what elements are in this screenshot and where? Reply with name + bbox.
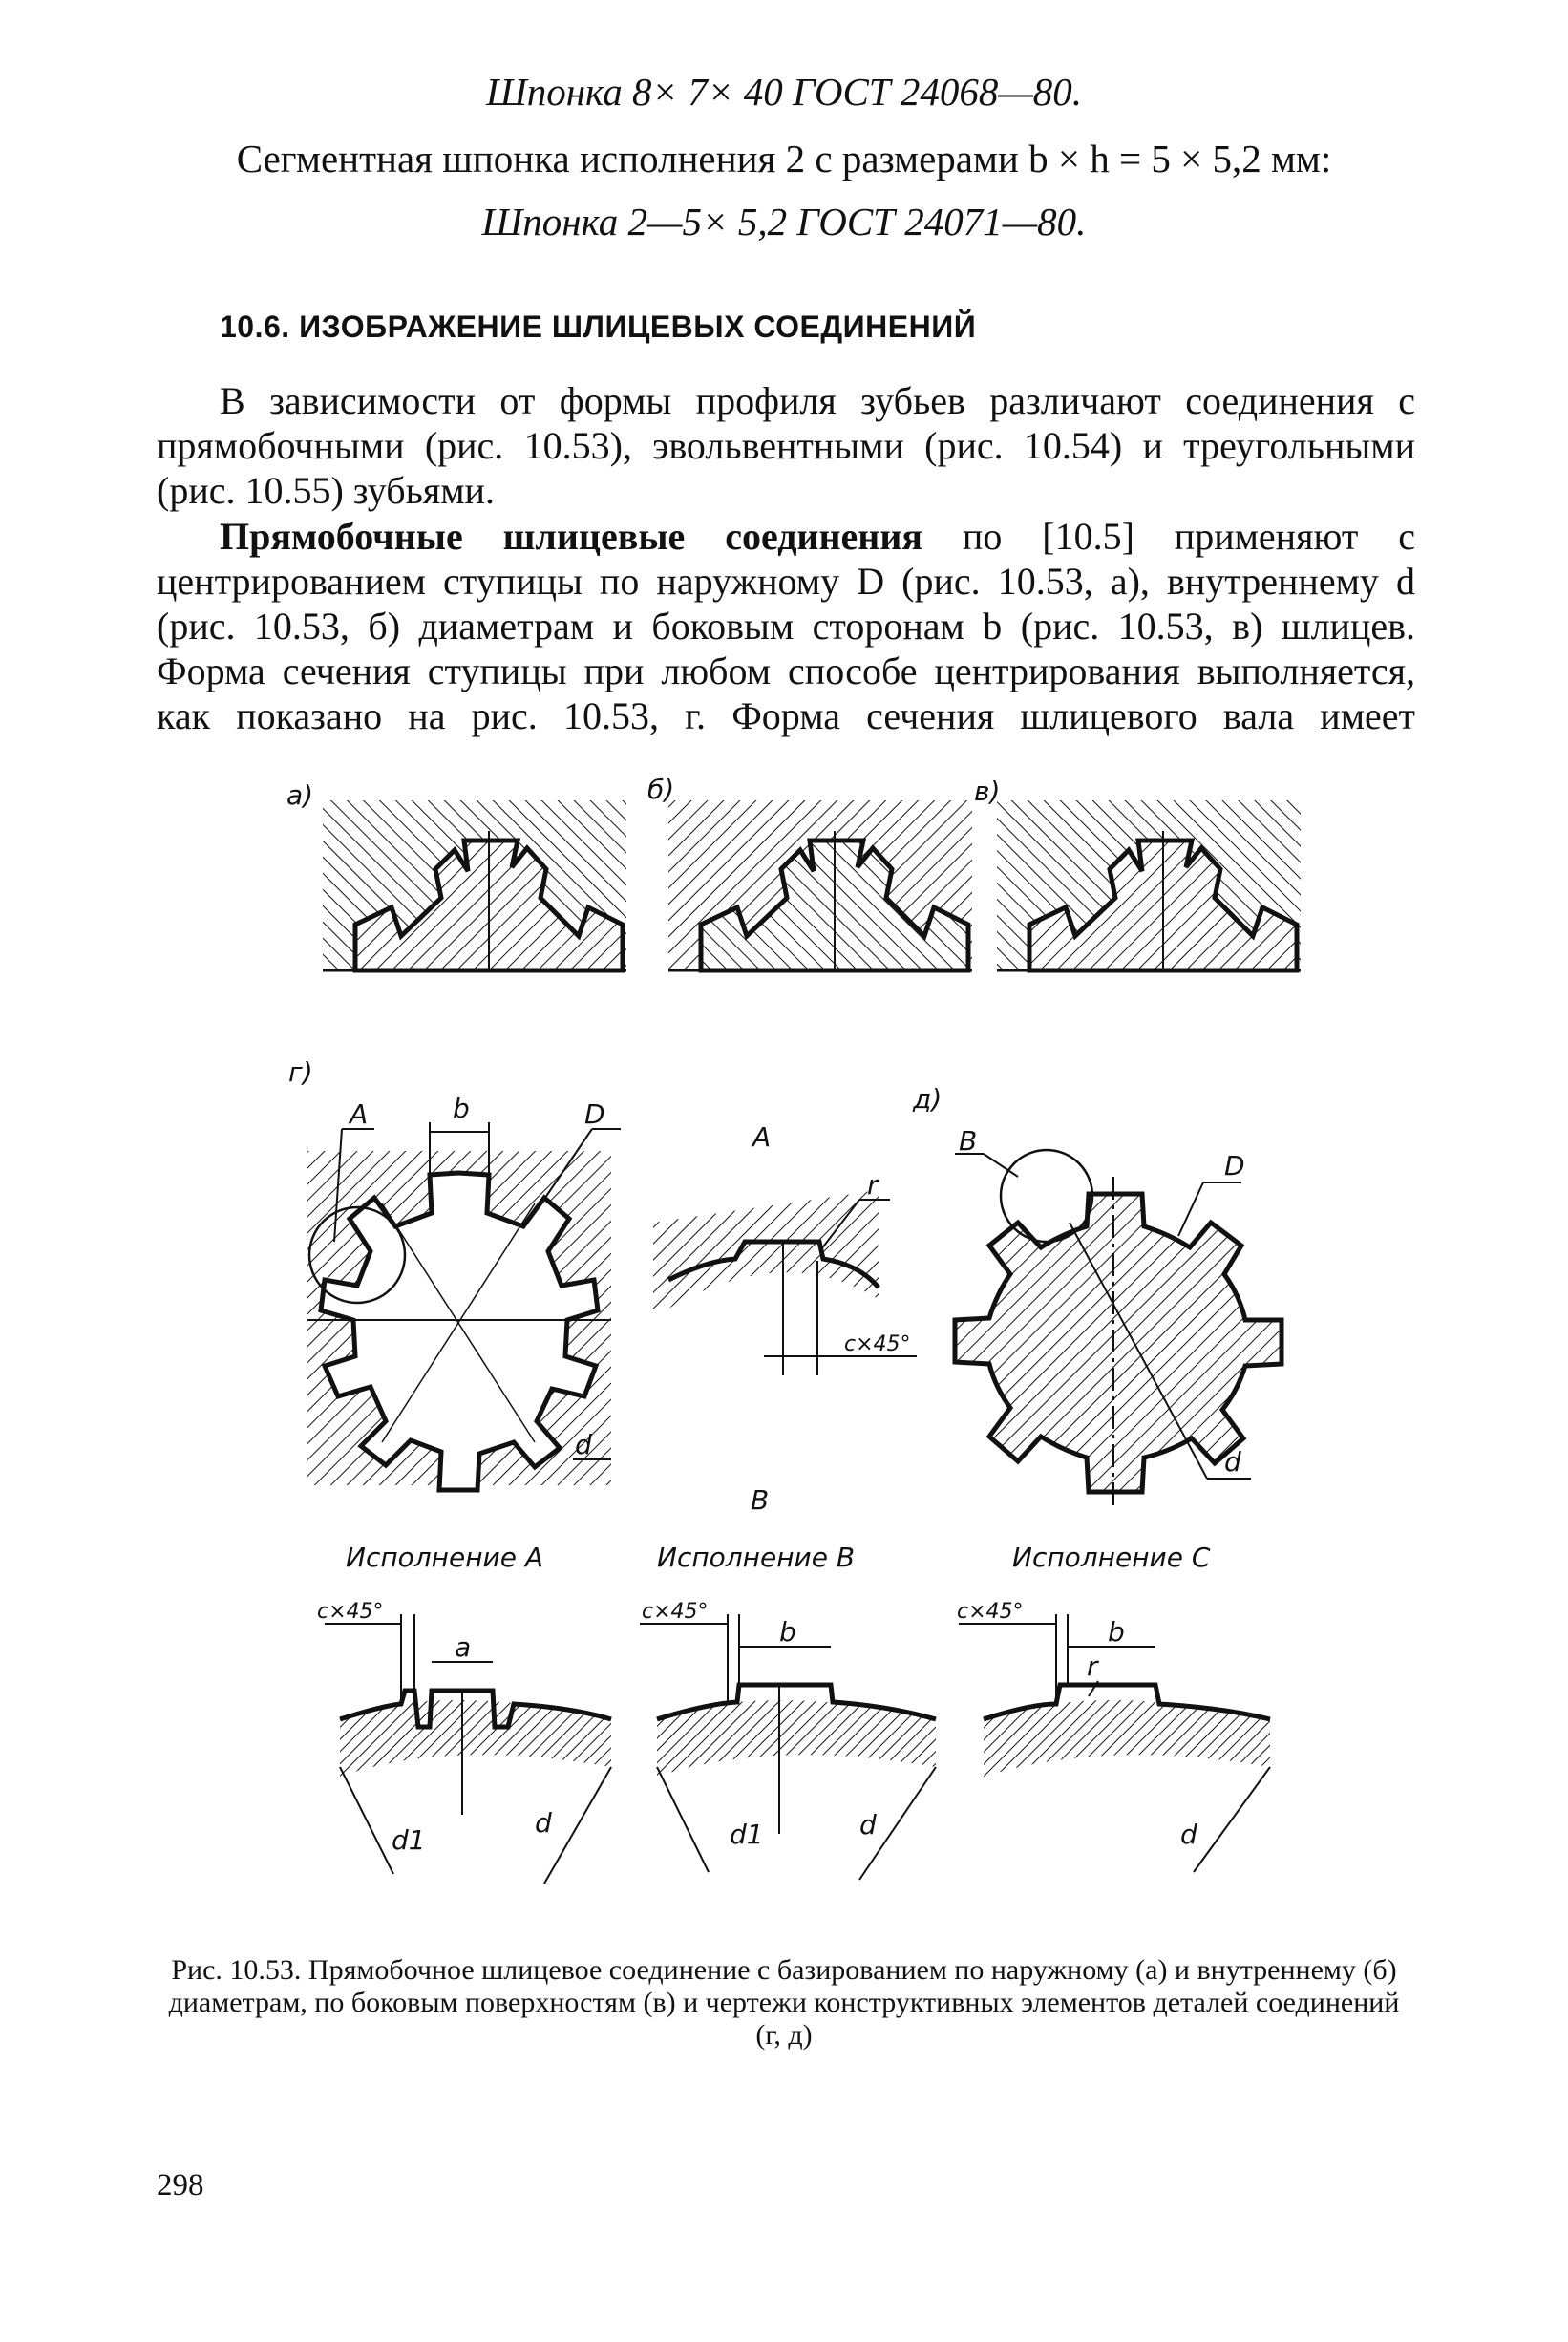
panel-v-section	[997, 800, 1301, 973]
panel-label-g: г)	[288, 1056, 313, 1088]
dim-a-label: a	[455, 1631, 471, 1663]
chamfer-label-variant-A: c×45°	[317, 1600, 384, 1624]
section-heading: 10.6. ИЗОБРАЖЕНИЕ ШЛИЦЕВЫХ СОЕДИНЕНИЙ	[220, 309, 977, 344]
variant-A-drawing	[325, 1614, 612, 1884]
dim-d-label-B: d	[859, 1809, 877, 1841]
detail-A-title: A	[751, 1121, 771, 1153]
dim-D-label-g: D	[584, 1098, 605, 1130]
panel-b-section	[668, 800, 972, 973]
chamfer-label-variant-B: c×45°	[642, 1600, 709, 1624]
figure-caption: Рис. 10.53. Прямобочное шлицевое соедине…	[168, 1954, 1400, 2051]
dim-b-label-g: b	[453, 1093, 470, 1124]
variant-C-drawing	[959, 1614, 1271, 1873]
panel-label-v: в)	[974, 776, 1000, 807]
panel-a-section	[323, 800, 626, 973]
segment-key-line: Сегментная шпонка исполнения 2 с размера…	[236, 137, 1332, 181]
dim-r-label-C: r	[1087, 1650, 1099, 1682]
chamfer-label-variant-C: c×45°	[957, 1600, 1024, 1624]
dim-d1-label-A: d1	[392, 1824, 426, 1856]
dim-D-label-d: D	[1224, 1150, 1245, 1182]
dim-d-label-d: d	[1224, 1446, 1241, 1478]
dim-d1-label-B: d1	[730, 1819, 764, 1850]
variant-B-drawing	[640, 1614, 937, 1881]
detail-A-drawing	[653, 1190, 917, 1375]
paragraph-2-bold: Прямобочные шлицевые соединения	[220, 515, 923, 558]
paragraph-2: Прямобочные шлицевые соединения по [10.5…	[157, 514, 1415, 738]
detail-B-label: B	[959, 1125, 977, 1157]
dim-d-label-C: d	[1180, 1819, 1197, 1850]
panel-g-hub	[307, 1122, 621, 1493]
panel-label-a: а)	[286, 779, 313, 811]
key-designation-line-2: Шпонка 2—5× 5,2 ГОСТ 24071—80.	[481, 200, 1087, 244]
paragraph-2-text: по [10.5] применяют с центрированием сту…	[157, 515, 1415, 737]
dim-b-label-C: b	[1108, 1616, 1125, 1648]
dim-d-label-A: d	[535, 1807, 552, 1839]
dim-d-label-g: d	[575, 1429, 592, 1460]
variant-title-B: Исполнение B	[657, 1542, 855, 1573]
paragraph-1-text: В зависимости от формы профиля зубьев ра…	[157, 379, 1415, 512]
chamfer-label-A: c×45°	[844, 1332, 911, 1356]
key-designation-line-1: Шпонка 8× 7× 40 ГОСТ 24068—80.	[485, 70, 1083, 114]
panel-label-d: д)	[912, 1083, 942, 1115]
page-number: 298	[157, 2168, 204, 2203]
paragraph-1: В зависимости от формы профиля зубьев ра…	[157, 378, 1415, 513]
variant-title-C: Исполнение C	[1012, 1542, 1211, 1573]
detail-B-title: B	[751, 1484, 769, 1516]
detail-A-label: A	[348, 1098, 368, 1130]
panel-d-shaft	[952, 1148, 1284, 1509]
variant-title-A: Исполнение A	[346, 1542, 543, 1573]
dim-r-label-A: r	[867, 1169, 879, 1201]
spline-figure: а) б) в) г)	[286, 774, 1301, 1884]
panel-label-b: б)	[647, 774, 674, 805]
dim-b-label-B: b	[779, 1616, 796, 1648]
